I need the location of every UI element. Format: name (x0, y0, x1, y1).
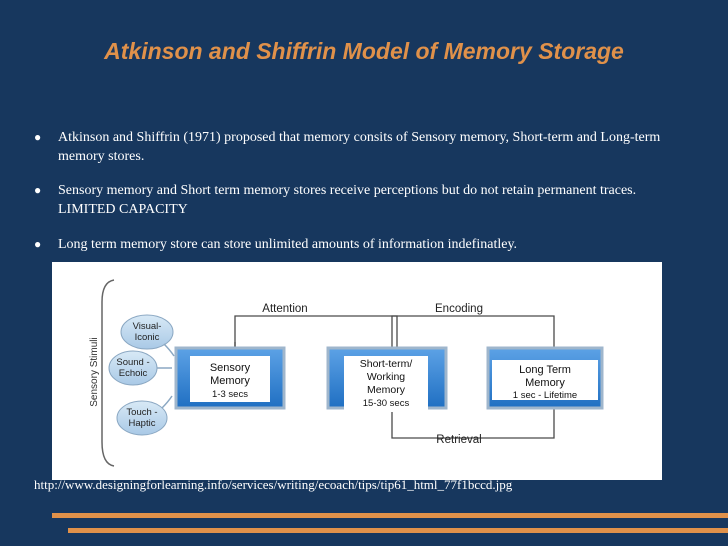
bullet-text: Long term memory store can store unlimit… (58, 237, 518, 252)
bullet-icon: ● (34, 237, 42, 251)
slide-title: Atkinson and Shiffrin Model of Memory St… (104, 38, 624, 64)
bullet-text: Atkinson and Shiffrin (1971) proposed th… (58, 130, 661, 164)
svg-text:Echoic: Echoic (119, 368, 148, 379)
bullet-item: ● Sensory memory and Short term memory st… (34, 181, 674, 219)
source-url[interactable]: http://www.designingforlearning.info/ser… (34, 477, 513, 492)
svg-text:15-30 secs: 15-30 secs (363, 398, 410, 409)
bubble-touch-haptic: Touch - Haptic (116, 395, 173, 436)
bullet-item: ● Long term memory store can store unlimi… (34, 235, 674, 254)
svg-text:Sound -: Sound - (116, 357, 149, 368)
short-term-memory-box: Short-term/ Working Memory 15-30 secs (326, 346, 448, 412)
decorative-bar (52, 513, 728, 518)
svg-text:1 sec - Lifetime: 1 sec - Lifetime (513, 390, 577, 401)
encoding-line (391, 315, 555, 348)
svg-text:1-3 secs: 1-3 secs (212, 389, 248, 400)
memory-model-diagram: Sensory Stimuli Attention Encoding Retri… (52, 262, 662, 480)
svg-text:Long Term: Long Term (519, 364, 571, 376)
bubble-visual-iconic: Visual- Iconic (120, 314, 175, 357)
svg-text:Haptic: Haptic (129, 418, 156, 429)
bullet-list: ● Atkinson and Shiffrin (1971) proposed t… (34, 128, 674, 254)
svg-text:Memory: Memory (210, 375, 250, 387)
bullet-icon: ● (34, 183, 42, 197)
svg-text:Visual-: Visual- (133, 321, 162, 332)
attention-label: Attention (262, 303, 307, 315)
svg-text:Touch -: Touch - (126, 407, 157, 418)
sensory-memory-box: Sensory Memory 1-3 secs (174, 346, 286, 410)
svg-text:Sensory: Sensory (210, 362, 251, 374)
attention-line (234, 315, 398, 348)
retrieval-label: Retrieval (436, 434, 481, 446)
svg-text:Working: Working (367, 371, 405, 383)
svg-text:Short-term/: Short-term/ (360, 358, 413, 370)
sensory-stimuli-label: Sensory Stimuli (89, 337, 100, 406)
bullet-item: ● Atkinson and Shiffrin (1971) proposed t… (34, 128, 674, 166)
bubble-sound-echoic: Sound - Echoic (108, 350, 172, 386)
svg-text:Iconic: Iconic (135, 332, 160, 343)
svg-text:Memory: Memory (525, 377, 565, 389)
stimuli-bracket (101, 279, 115, 467)
bullet-text: Sensory memory and Short term memory sto… (58, 183, 637, 217)
bullet-icon: ● (34, 130, 42, 144)
retrieval-line (391, 408, 555, 439)
long-term-memory-box: Long Term Memory 1 sec - Lifetime (486, 346, 604, 410)
svg-text:Memory: Memory (367, 384, 406, 396)
decorative-bar (68, 528, 728, 533)
encoding-label: Encoding (435, 303, 483, 315)
